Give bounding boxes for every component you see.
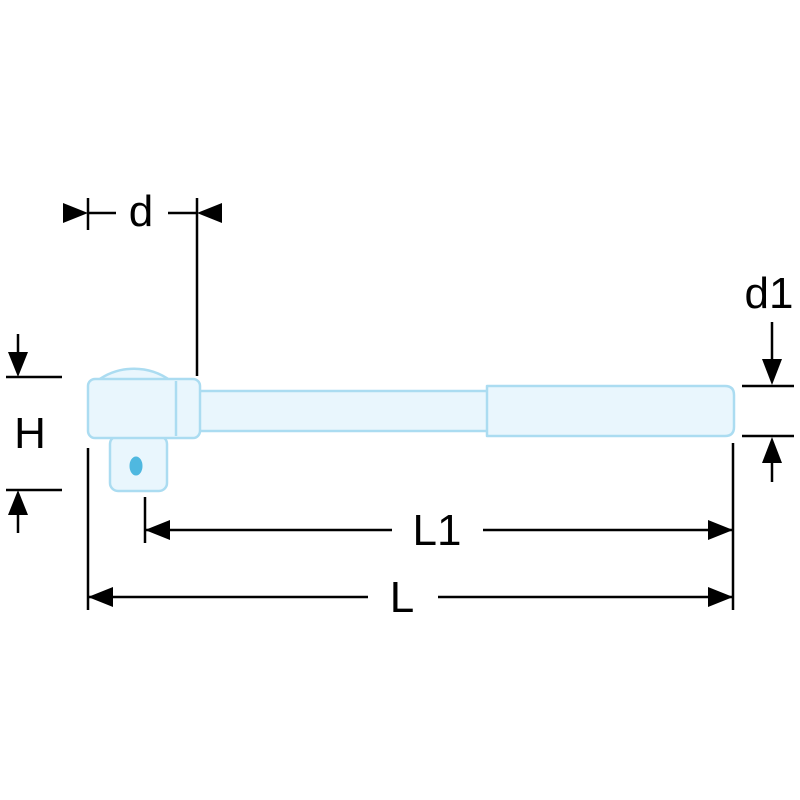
dim-d1-arrow-top [762,359,782,385]
dim-label-L: L [390,573,414,622]
drive-hole [129,456,143,476]
dim-d-arrow-right [197,203,222,223]
handle-grip [485,384,736,438]
dimension-L1: L1 [143,443,735,610]
handle-shaft [196,389,492,433]
dim-d-arrow-left [63,203,88,223]
dimension-H: H [6,334,62,533]
ratchet-head [86,377,202,440]
dim-h-arrow-top [8,352,28,377]
dimension-d1: d1 [742,269,794,482]
dimension-L: L [86,448,733,622]
dimension-d: d [63,187,222,376]
dim-label-d1: d1 [745,269,794,318]
dim-d1-arrow-bottom [762,437,782,463]
dim-label-d: d [129,187,153,236]
ratchet-wrench-drawing [86,367,736,493]
dim-label-L1: L1 [413,506,462,555]
dim-label-H: H [14,409,46,458]
dim-h-arrow-bottom [8,490,28,515]
